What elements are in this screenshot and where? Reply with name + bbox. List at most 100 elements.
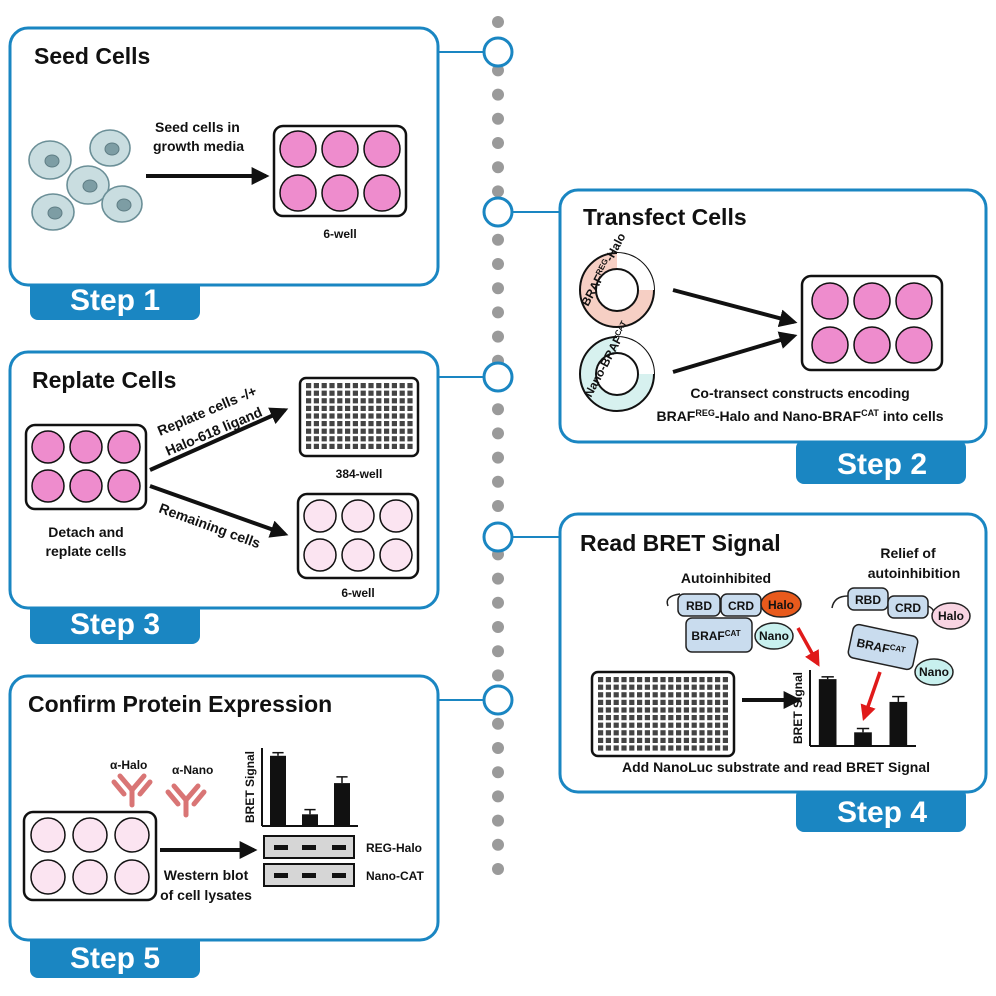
microwell bbox=[399, 421, 405, 427]
nano-label-2: Nano bbox=[919, 665, 949, 679]
y-axis-label: BRET Signal bbox=[243, 751, 257, 823]
microwell bbox=[368, 436, 374, 442]
transfect-arrow-2 bbox=[672, 331, 798, 374]
microwell bbox=[652, 677, 658, 683]
well bbox=[279, 174, 317, 212]
microwell bbox=[376, 428, 382, 434]
microwell bbox=[676, 737, 682, 743]
microwell bbox=[598, 722, 604, 728]
microwell bbox=[391, 413, 397, 419]
microwell bbox=[360, 428, 366, 434]
six-well-plate-pink-step2 bbox=[800, 274, 944, 372]
six-well-plate-pink bbox=[272, 124, 408, 218]
step-5-title: Confirm Protein Expression bbox=[28, 691, 332, 717]
microwell bbox=[652, 715, 658, 721]
antibody-nano-label: α-Nano bbox=[172, 763, 213, 777]
rbd-label: RBD bbox=[686, 599, 712, 613]
microwell bbox=[384, 443, 390, 449]
step-3-panel: Step 3 Replate Cells Detach and replate … bbox=[8, 350, 484, 644]
microwell bbox=[660, 737, 666, 743]
microwell bbox=[644, 692, 650, 698]
microwell bbox=[384, 413, 390, 419]
microwell bbox=[644, 730, 650, 736]
microwell bbox=[621, 677, 627, 683]
read-caption: Add NanoLuc substrate and read BRET Sign… bbox=[622, 759, 930, 775]
microwell bbox=[407, 428, 413, 434]
step-1-panel: Step 1 Seed Cells Seed cells in growth m… bbox=[8, 26, 484, 320]
microwell bbox=[360, 436, 366, 442]
timeline-marker-2 bbox=[482, 196, 514, 228]
microwell bbox=[660, 722, 666, 728]
timeline-dot bbox=[492, 669, 504, 682]
step-3-title: Replate Cells bbox=[32, 367, 176, 393]
microwell bbox=[660, 677, 666, 683]
microwell bbox=[598, 737, 604, 743]
microwell bbox=[707, 737, 713, 743]
microwell bbox=[613, 745, 619, 751]
microwell bbox=[337, 443, 343, 449]
microwell bbox=[399, 436, 405, 442]
microwell bbox=[399, 390, 405, 396]
microwell bbox=[683, 684, 689, 690]
microwell bbox=[699, 707, 705, 713]
microwell bbox=[345, 390, 351, 396]
microwell bbox=[407, 421, 413, 427]
microwell bbox=[637, 692, 643, 698]
halo-label: Halo bbox=[768, 598, 794, 612]
microwell bbox=[683, 707, 689, 713]
microwell bbox=[613, 707, 619, 713]
microwell bbox=[691, 745, 697, 751]
microwell bbox=[407, 413, 413, 419]
microwell bbox=[352, 436, 358, 442]
microwell bbox=[329, 398, 335, 404]
microwell bbox=[337, 421, 343, 427]
microwell bbox=[637, 722, 643, 728]
western-blot-nano-cat bbox=[263, 863, 355, 887]
microwell bbox=[613, 699, 619, 705]
microwell bbox=[337, 413, 343, 419]
timeline-marker-5 bbox=[482, 684, 514, 716]
microwell bbox=[391, 428, 397, 434]
microwell bbox=[407, 390, 413, 396]
microwell bbox=[376, 443, 382, 449]
microwell bbox=[360, 398, 366, 404]
microwell bbox=[722, 745, 728, 751]
step-2-title: Transfect Cells bbox=[583, 204, 747, 230]
well bbox=[303, 499, 337, 533]
well bbox=[72, 817, 108, 853]
microwell bbox=[598, 684, 604, 690]
microwell bbox=[360, 405, 366, 411]
microwell bbox=[644, 699, 650, 705]
timeline-dot bbox=[492, 330, 504, 343]
microwell bbox=[652, 699, 658, 705]
microwell bbox=[676, 707, 682, 713]
microwell bbox=[660, 745, 666, 751]
rbd-label-2: RBD bbox=[855, 593, 881, 607]
microwell bbox=[313, 443, 319, 449]
timeline-dot bbox=[492, 64, 504, 77]
relief-label-1: Relief of bbox=[880, 545, 936, 561]
microwell bbox=[321, 390, 327, 396]
microwell bbox=[691, 692, 697, 698]
timeline-dot bbox=[492, 161, 504, 174]
microwell bbox=[360, 421, 366, 427]
step-1-tab: Step 1 bbox=[30, 278, 200, 320]
well bbox=[341, 499, 375, 533]
six-well-plate-light bbox=[296, 492, 420, 580]
microwell bbox=[699, 722, 705, 728]
microwell bbox=[407, 436, 413, 442]
microwell bbox=[668, 730, 674, 736]
timeline-dot bbox=[492, 403, 504, 416]
microwell bbox=[329, 413, 335, 419]
microwell bbox=[668, 745, 674, 751]
microwell bbox=[715, 745, 721, 751]
microwell bbox=[384, 390, 390, 396]
well bbox=[114, 859, 150, 895]
timeline-dot bbox=[492, 572, 504, 585]
microwell bbox=[391, 421, 397, 427]
red-arrow-low bbox=[860, 671, 882, 721]
microwell bbox=[313, 390, 319, 396]
bar bbox=[889, 701, 908, 746]
step-4-title: Read BRET Signal bbox=[580, 530, 781, 556]
